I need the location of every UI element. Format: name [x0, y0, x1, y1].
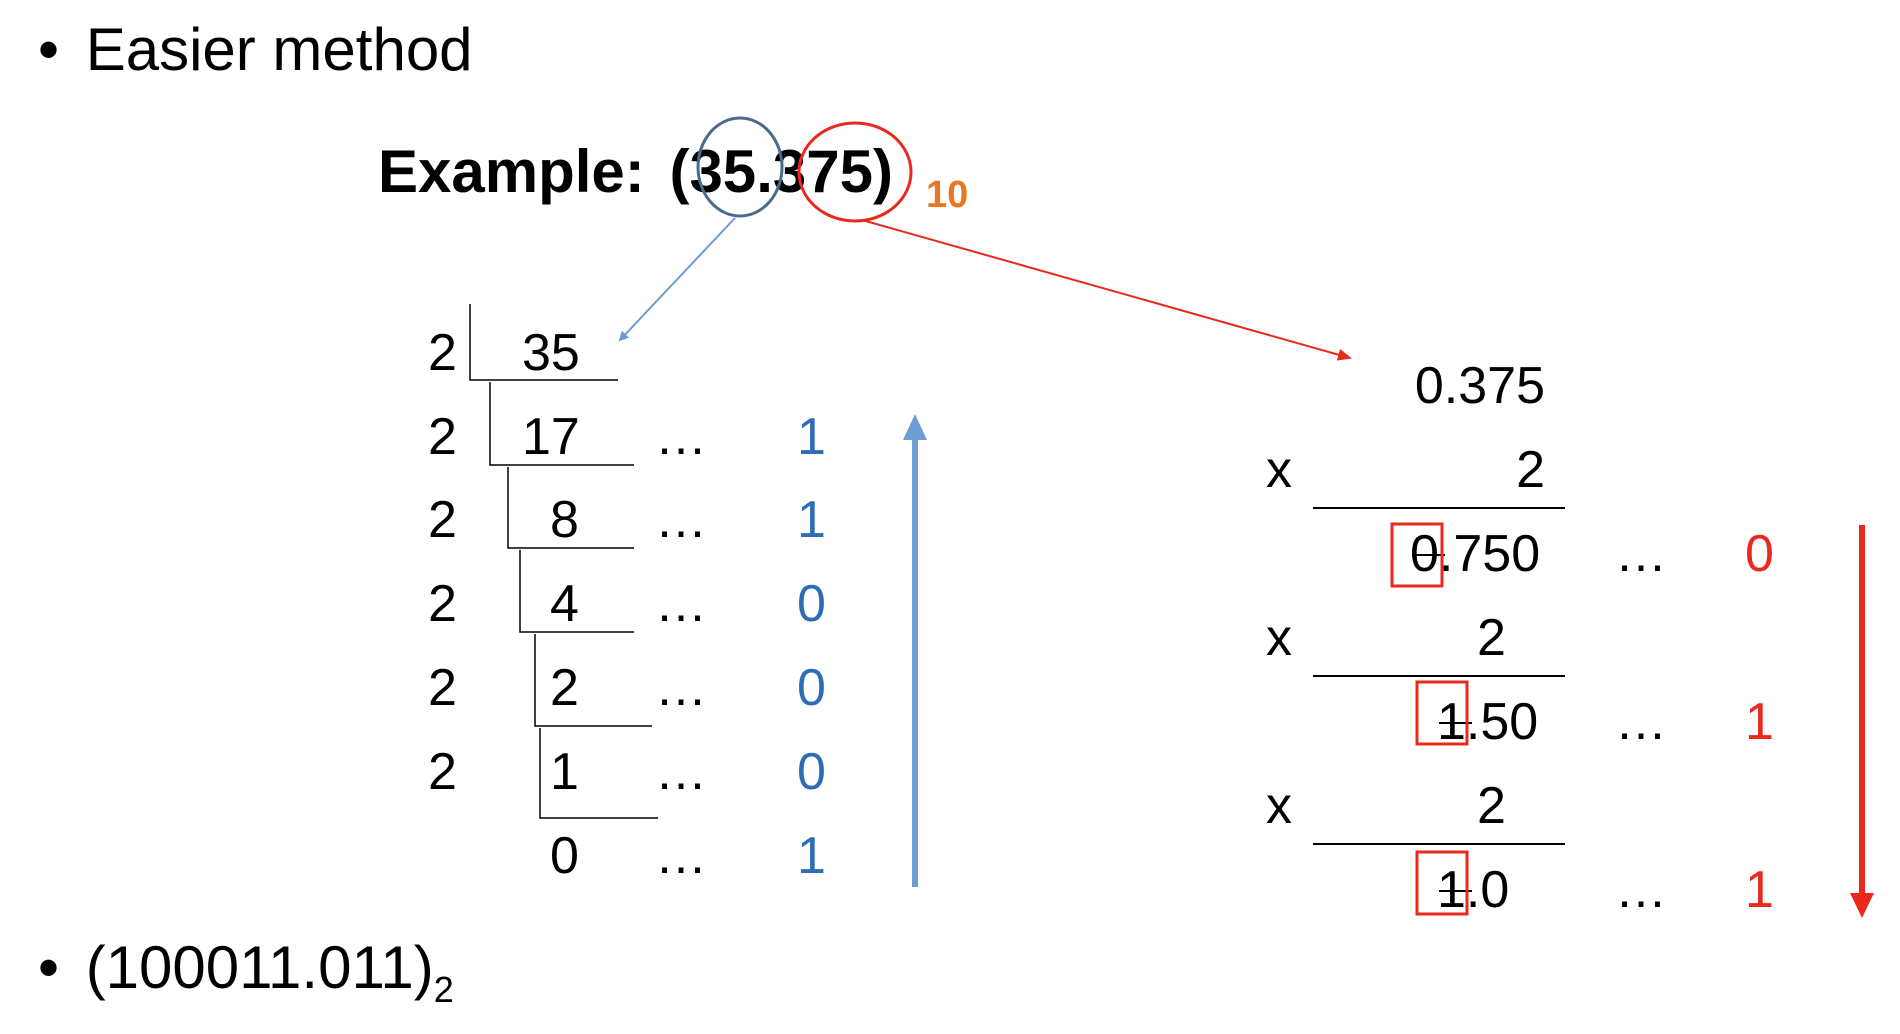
fraction-bit: 1 — [1745, 693, 1774, 751]
read-upward-arrow — [903, 414, 927, 887]
carry-digit-boxes — [1390, 522, 1469, 916]
quotient: 8 — [550, 491, 579, 549]
ellipsis: … — [1615, 693, 1667, 751]
ellipsis: … — [1615, 861, 1667, 919]
example-fraction-part: 375 — [772, 138, 873, 205]
multiplier: 2 — [1477, 777, 1506, 835]
times-sign: x — [1266, 441, 1292, 499]
divisor: 2 — [428, 743, 457, 801]
ellipsis: … — [655, 491, 707, 549]
quotient: 4 — [550, 575, 579, 633]
bullet-easier-method: • Easier method — [38, 20, 473, 80]
read-downward-arrow — [1850, 525, 1874, 918]
example-dot: . — [756, 138, 773, 205]
quotient: 1 — [550, 743, 579, 801]
bullet-result: • (100011.011)2 — [38, 938, 454, 1008]
ellipsis: … — [655, 575, 707, 633]
ellipsis: … — [655, 827, 707, 885]
remainder-bit: 1 — [797, 827, 826, 885]
divisor: 2 — [428, 575, 457, 633]
example-close-paren: ) — [872, 138, 893, 205]
remainder-bit: 1 — [797, 491, 826, 549]
fraction-connector-arrow — [861, 219, 1352, 361]
bullet-text: Easier method — [85, 16, 473, 83]
example-label: Example: — [378, 138, 645, 205]
divisor: 2 — [428, 408, 457, 466]
result-binary: (100011.011) — [85, 934, 434, 1001]
digit-strike-lines — [1412, 554, 1472, 892]
divisor: 2 — [428, 659, 457, 717]
fraction-rest: .0 — [1465, 861, 1510, 919]
divisor: 2 — [428, 491, 457, 549]
integer-connector-arrow — [618, 217, 736, 342]
ellipsis: … — [655, 743, 707, 801]
quotient: 0 — [550, 827, 579, 885]
fraction-bit: 0 — [1745, 525, 1774, 583]
quotient: 35 — [522, 324, 580, 382]
example-heading: Example: (35.375) — [378, 142, 893, 202]
remainder-bit: 0 — [797, 743, 826, 801]
quotient: 17 — [522, 408, 580, 466]
ellipsis: … — [1615, 525, 1667, 583]
multiplier: 2 — [1477, 609, 1506, 667]
quotient: 2 — [550, 659, 579, 717]
result-base: 2 — [433, 969, 454, 1010]
times-sign: x — [1266, 609, 1292, 667]
fraction-rest: .50 — [1465, 693, 1539, 751]
bullet-marker: • — [38, 934, 60, 1001]
multiplier: 2 — [1516, 441, 1545, 499]
bullet-marker: • — [38, 16, 60, 83]
fraction-rest: .750 — [1438, 525, 1541, 583]
remainder-bit: 1 — [797, 408, 826, 466]
integer-part-circle — [696, 116, 784, 218]
remainder-bit: 0 — [797, 575, 826, 633]
fraction-bit: 1 — [1745, 861, 1774, 919]
ellipsis: … — [655, 659, 707, 717]
multiplication-underlines — [1313, 507, 1565, 845]
product-row: 1.0 — [1437, 864, 1509, 916]
ellipsis: … — [655, 408, 707, 466]
division-brackets — [469, 304, 658, 819]
times-sign: x — [1266, 777, 1292, 835]
fraction-start: 0.375 — [1414, 357, 1545, 415]
fraction-part-circle — [797, 121, 913, 223]
example-open-paren: ( — [669, 138, 690, 205]
example-base: 10 — [926, 174, 969, 216]
remainder-bit: 0 — [797, 659, 826, 717]
divisor: 2 — [428, 324, 457, 382]
